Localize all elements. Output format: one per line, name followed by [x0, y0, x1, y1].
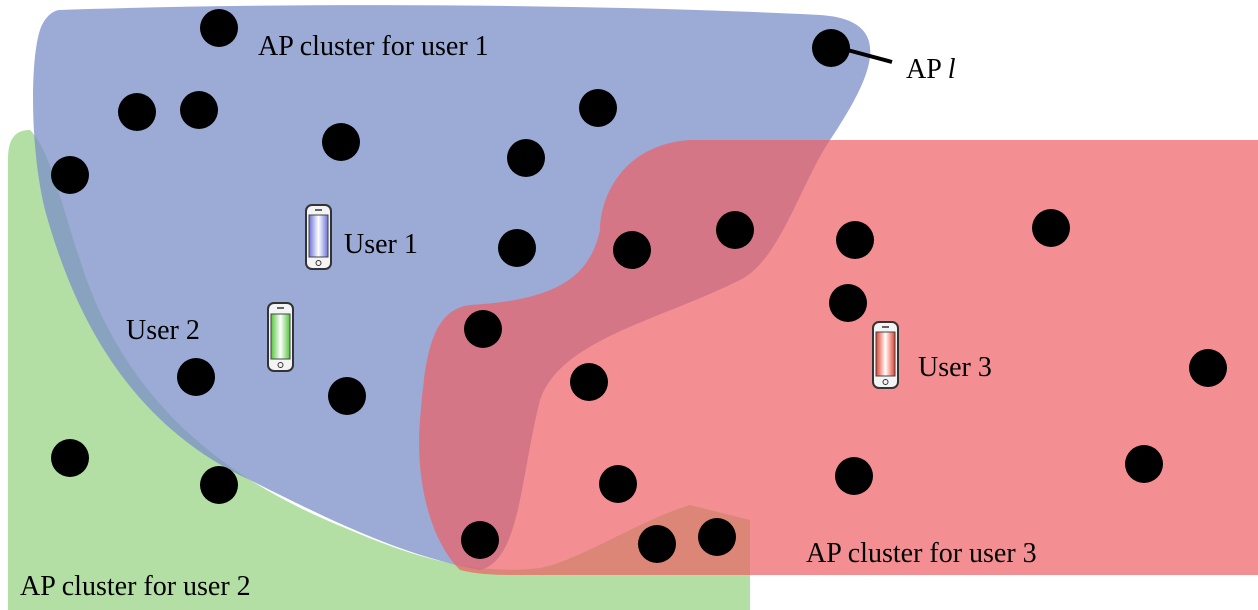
- user1-label: User 1: [344, 229, 418, 260]
- phone-user3-icon: [872, 321, 899, 389]
- cluster-user1-label: AP cluster for user 1: [258, 31, 489, 62]
- user2-label: User 2: [126, 315, 200, 346]
- ap-dot: [599, 465, 637, 503]
- ap-dot: [1032, 209, 1070, 247]
- ap-dot: [51, 439, 89, 477]
- ap-dot: [180, 91, 218, 129]
- ap-dot: [613, 231, 651, 269]
- phone-user1-icon: [305, 204, 332, 270]
- ap-dot: [51, 156, 89, 194]
- ap-dot: [1125, 445, 1163, 483]
- ap-l-prefix: AP: [906, 54, 941, 85]
- ap-dot: [829, 284, 867, 322]
- ap-l-symbol: l: [948, 54, 956, 85]
- ap-dot: [1189, 349, 1227, 387]
- ap-dot: [570, 363, 608, 401]
- ap-dot: [118, 93, 156, 131]
- ap-dot: [322, 123, 360, 161]
- phone-user2-icon: [267, 302, 294, 372]
- ap-dot: [461, 521, 499, 559]
- ap-dot: [698, 518, 736, 556]
- cluster-user3-label: AP cluster for user 3: [806, 538, 1037, 569]
- ap-dot: [507, 139, 545, 177]
- ap-dot: [328, 377, 366, 415]
- access-points: [51, 9, 1227, 563]
- ap-dot: [638, 525, 676, 563]
- ap-dot: [835, 457, 873, 495]
- ap-dot: [498, 229, 536, 267]
- ap-dot: [812, 29, 850, 67]
- ap-dot: [200, 466, 238, 504]
- ap-dot: [464, 310, 502, 348]
- cluster-region-user2: [8, 130, 750, 610]
- ap-dot: [200, 9, 238, 47]
- ap-dot: [579, 89, 617, 127]
- ap-dot: [716, 211, 754, 249]
- user3-label: User 3: [918, 352, 992, 383]
- ap-dot: [836, 221, 874, 259]
- ap-l-label: AP l: [906, 54, 956, 85]
- cluster-user2-label: AP cluster for user 2: [20, 571, 251, 602]
- ap-dot: [177, 358, 215, 396]
